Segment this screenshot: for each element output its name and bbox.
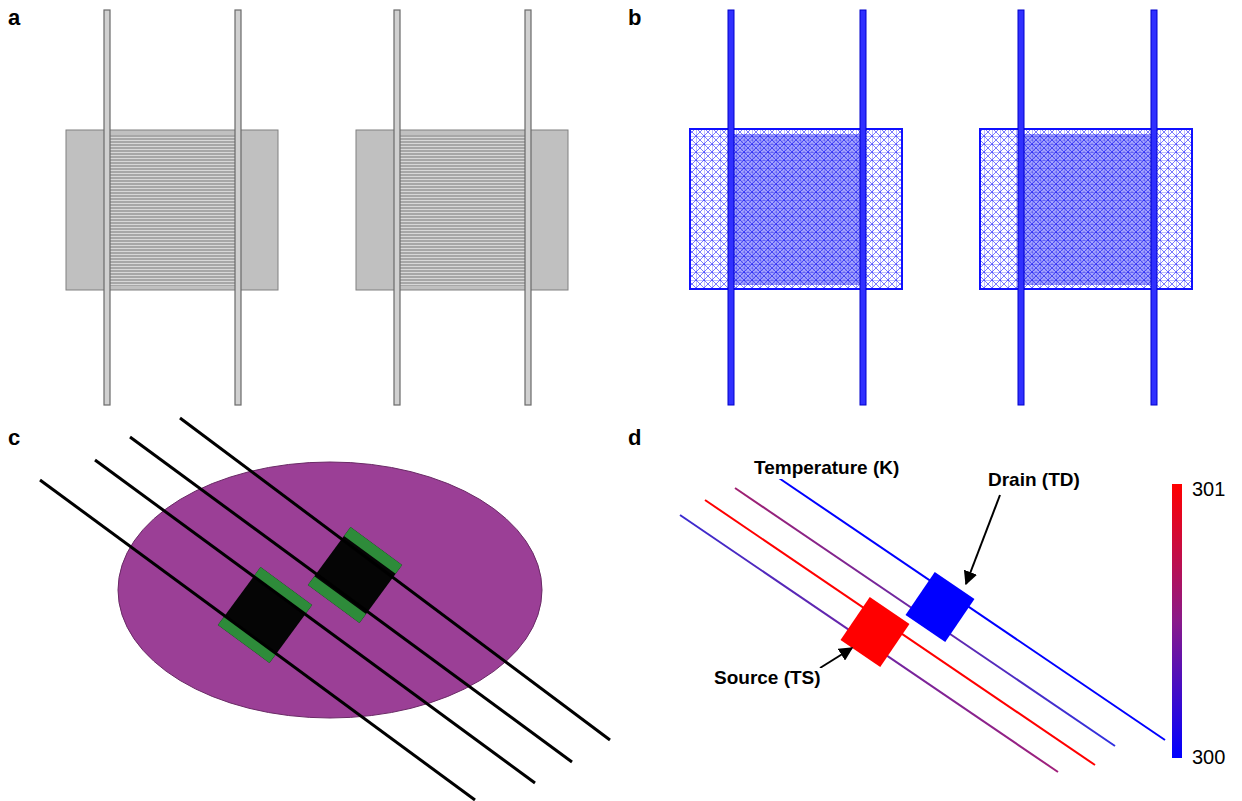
- colorbar-tick: 301: [1192, 478, 1225, 500]
- mesh-geometry: [690, 10, 1192, 405]
- temperature-map: [680, 472, 1182, 772]
- colorbar-tick: 300: [1192, 746, 1225, 768]
- device-geometry: [66, 10, 568, 405]
- panel-letter: b: [628, 6, 641, 30]
- colorbar-title: Temperature (K): [752, 458, 901, 479]
- source-label: Source (TS): [712, 668, 823, 689]
- panel-letter: a: [8, 6, 20, 30]
- panel-letter: c: [8, 426, 20, 450]
- drain-label: Drain (TD): [986, 470, 1082, 491]
- panel-letter: d: [628, 426, 641, 450]
- 3d-device-model: [40, 418, 610, 800]
